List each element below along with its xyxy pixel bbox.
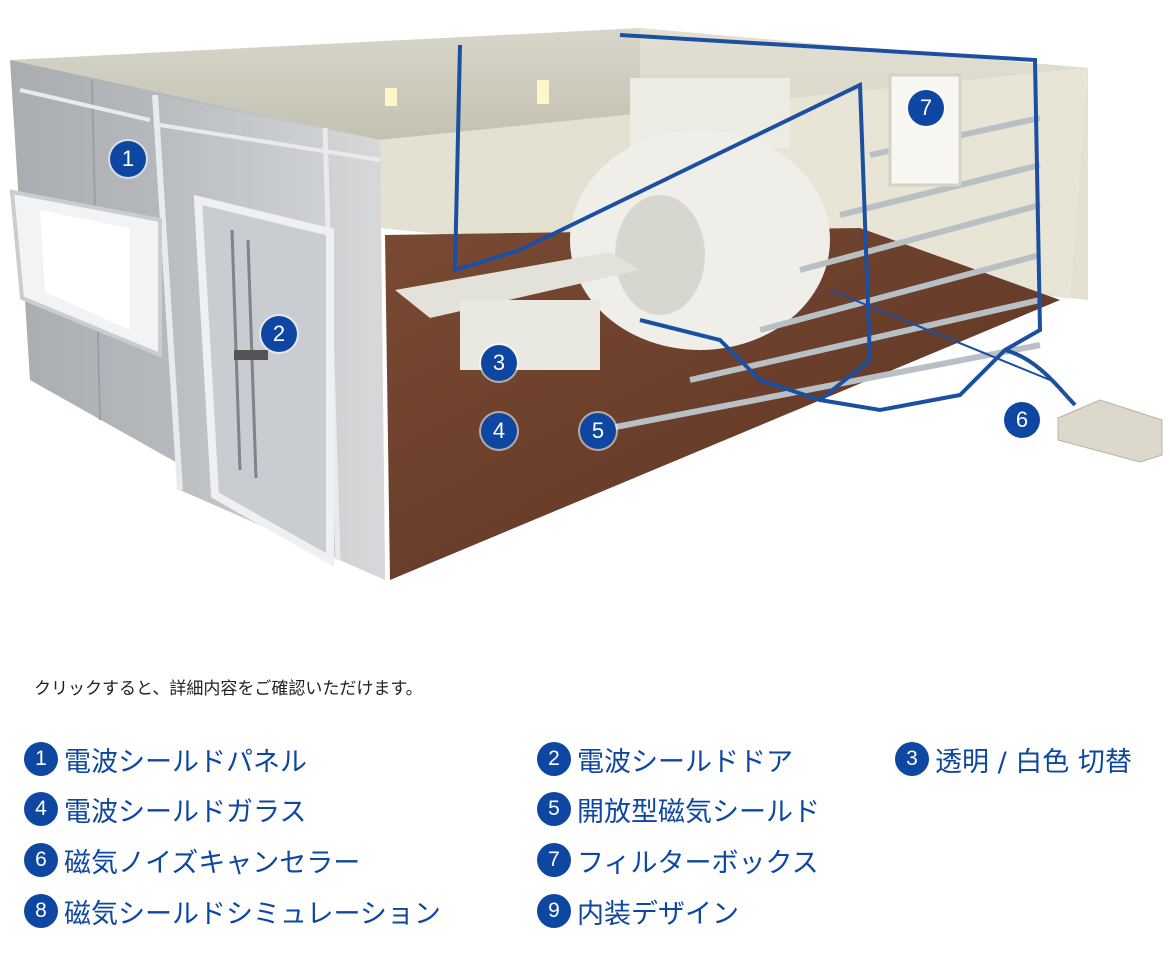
legend-label: 電波シールドガラス: [64, 796, 307, 828]
legend-item-1[interactable]: 1 電波シールドパネル: [24, 739, 307, 779]
mri-room-illustration: 1 2 3 4 5 6 7: [9, 28, 1163, 580]
hotspot-6[interactable]: 6: [1004, 402, 1040, 438]
legend-label: 電波シールドパネル: [64, 746, 307, 778]
legend-label: 磁気シールドシミュレーション: [64, 898, 441, 930]
legend-number: 5: [537, 792, 571, 826]
hotspot-1[interactable]: 1: [110, 141, 146, 177]
legend-number: 6: [24, 843, 58, 877]
legend-item-5[interactable]: 5 開放型磁気シールド: [537, 789, 820, 829]
hotspot-2[interactable]: 2: [261, 316, 297, 352]
legend-number: 7: [537, 843, 571, 877]
hotspot-4[interactable]: 4: [481, 413, 517, 449]
legend-item-7[interactable]: 7 フィルターボックス: [537, 840, 819, 880]
legend-label: フィルターボックス: [577, 847, 819, 879]
canceller-box: [1057, 399, 1163, 463]
legend-item-2[interactable]: 2 電波シールドドア: [537, 739, 793, 779]
noise-canceller-cables: [452, 33, 1077, 413]
legend-number: 3: [895, 742, 929, 776]
legend-label: 透明 / 白色 切替: [935, 746, 1132, 778]
legend-item-3[interactable]: 3 透明 / 白色 切替: [895, 739, 1132, 779]
hotspot-3[interactable]: 3: [481, 345, 517, 381]
legend-number: 1: [24, 742, 58, 776]
legend-item-8[interactable]: 8 磁気シールドシミュレーション: [24, 891, 441, 931]
legend-item-4[interactable]: 4 電波シールドガラス: [24, 789, 306, 829]
shield-door: [193, 194, 334, 567]
legend-item-9[interactable]: 9 内装デザイン: [537, 891, 739, 931]
hotspot-7[interactable]: 7: [908, 90, 944, 126]
legend-number: 2: [537, 742, 571, 776]
legend-label: 磁気ノイズキャンセラー: [64, 847, 361, 879]
legend-label: 開放型磁気シールド: [577, 796, 820, 828]
room-drawing: [9, 28, 1163, 580]
legend-item-6[interactable]: 6 磁気ノイズキャンセラー: [24, 840, 360, 880]
magnetic-shield-rails: [599, 115, 1041, 433]
legend-number: 9: [537, 894, 571, 928]
legend-label: 電波シールドドア: [577, 746, 793, 778]
legend-label: 内装デザイン: [577, 898, 739, 930]
legend-number: 4: [24, 792, 58, 826]
instruction-text: クリックすると、詳細内容をご確認いただけます。: [34, 679, 423, 699]
mri-table: [395, 252, 640, 318]
hotspot-5[interactable]: 5: [580, 413, 616, 449]
legend-number: 8: [24, 894, 58, 928]
